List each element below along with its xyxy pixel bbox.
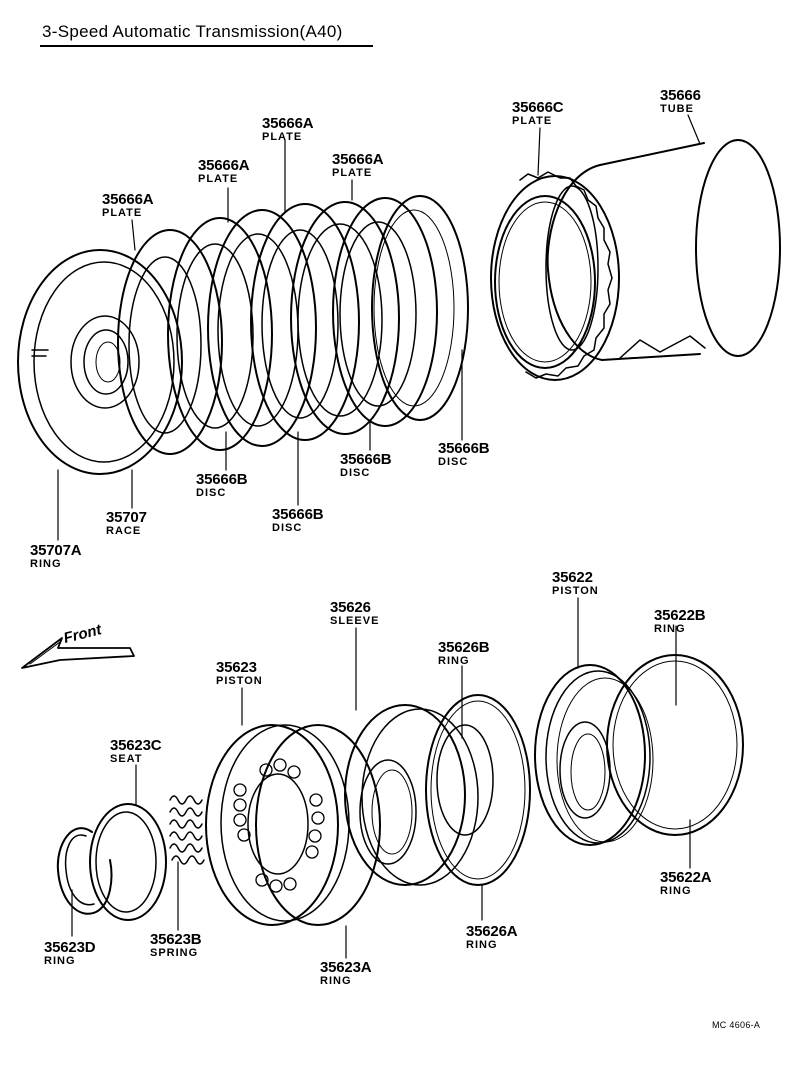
label-sleeve-35626: 35626 SLEEVE (330, 600, 379, 627)
part-name: RING (30, 558, 62, 570)
part-number: 35666B (272, 506, 324, 523)
part-number: 35623D (44, 939, 96, 956)
part-name: DISC (196, 487, 227, 499)
tube-35666 (545, 139, 781, 361)
plate-35666c (490, 171, 620, 381)
label-plate-35666a-2: 35666A PLATE (198, 157, 250, 185)
part-number: 35666A (262, 115, 314, 132)
part-name: TUBE (660, 103, 694, 115)
part-name: SPRING (150, 947, 199, 959)
label-plate-35666a-3: 35666A PLATE (262, 115, 314, 143)
front-arrow (21, 637, 135, 669)
part-number: 35626A (466, 923, 518, 940)
part-number: 35666B (438, 440, 490, 457)
part-number: 35707A (30, 542, 82, 559)
ring-35623a (255, 724, 381, 926)
part-name: PISTON (552, 585, 599, 597)
part-name: PLATE (262, 131, 303, 143)
part-number: 35666 (660, 87, 701, 104)
part-name: SEAT (110, 753, 143, 765)
part-number: 35623A (320, 959, 372, 976)
diagram-code: MC 4606-A (712, 1020, 761, 1030)
label-spring-35623b: 35623B SPRING (150, 931, 202, 959)
ring-35626a (425, 694, 531, 886)
part-name: PLATE (198, 173, 239, 185)
part-name: PLATE (332, 167, 373, 179)
diagram-title: 3-Speed Automatic Transmission(A40) (42, 22, 343, 41)
part-number: 35626 (330, 599, 371, 616)
label-disc-35666b-3: 35666B DISC (340, 451, 392, 479)
label-ring-35623d: 35623D RING (44, 939, 96, 967)
label-disc-35666b-1: 35666B DISC (196, 471, 248, 499)
label-seat-35623c: 35623C SEAT (110, 737, 162, 765)
label-ring-35623a: 35623A RING (320, 959, 372, 987)
part-number: 35666C (512, 99, 564, 116)
part-name: PLATE (512, 115, 553, 127)
label-ring-35626a: 35626A RING (466, 923, 518, 951)
part-number: 35666A (102, 191, 154, 208)
label-plate-35666a-4: 35666A PLATE (332, 151, 384, 179)
part-number: 35623B (150, 931, 202, 948)
part-name: RING (320, 975, 352, 987)
part-name: RING (44, 955, 76, 967)
label-ring-35622b: 35622B RING (654, 607, 706, 635)
part-name: DISC (272, 522, 303, 534)
part-name: DISC (340, 467, 371, 479)
label-race-35707: 35707 RACE (106, 510, 147, 537)
part-number: 35666B (196, 471, 248, 488)
part-number: 35666A (198, 157, 250, 174)
label-plate-35666a-1: 35666A PLATE (102, 191, 154, 219)
label-plate-35666c: 35666C PLATE (512, 99, 564, 127)
part-number: 35623 (216, 659, 257, 676)
label-ring-35622a: 35622A RING (660, 869, 712, 897)
part-number: 35666A (332, 151, 384, 168)
part-name: RING (466, 939, 498, 951)
label-disc-35666b-4: 35666B DISC (438, 440, 490, 468)
part-name: SLEEVE (330, 615, 380, 627)
part-name: RACE (106, 525, 142, 537)
label-tube-35666: 35666 TUBE (660, 88, 701, 115)
part-number: 35626B (438, 639, 490, 656)
part-name: PLATE (102, 207, 143, 219)
label-ring-35626b: 35626B RING (438, 639, 490, 667)
part-number: 35622 (552, 569, 593, 586)
leader-lines (57, 114, 701, 959)
part-name: RING (654, 623, 686, 635)
sleeve-35626 (344, 704, 494, 886)
piston-35623 (205, 724, 350, 926)
part-number: 35622B (654, 607, 706, 624)
part-name: DISC (438, 456, 469, 468)
ring-35622b (606, 654, 744, 836)
snap-ring-35623d (56, 827, 113, 915)
title-underline (40, 45, 373, 47)
part-number: 35707 (106, 509, 147, 526)
clutch-pack (117, 195, 469, 455)
part-name: RING (438, 655, 470, 667)
label-piston-35622: 35622 PISTON (552, 570, 599, 597)
part-number: 35623C (110, 737, 162, 754)
label-piston-35623: 35623 PISTON (216, 660, 263, 687)
label-disc-35666b-2: 35666B DISC (272, 506, 324, 534)
part-number: 35622A (660, 869, 712, 886)
part-number: 35666B (340, 451, 392, 468)
part-name: RING (660, 885, 692, 897)
label-ring-35707a: 35707A RING (30, 542, 82, 570)
springs-35623b (169, 795, 205, 865)
race-35707 (17, 249, 183, 475)
piston-35622 (534, 664, 654, 846)
seat-35623c (89, 803, 167, 921)
part-name: PISTON (216, 675, 263, 687)
